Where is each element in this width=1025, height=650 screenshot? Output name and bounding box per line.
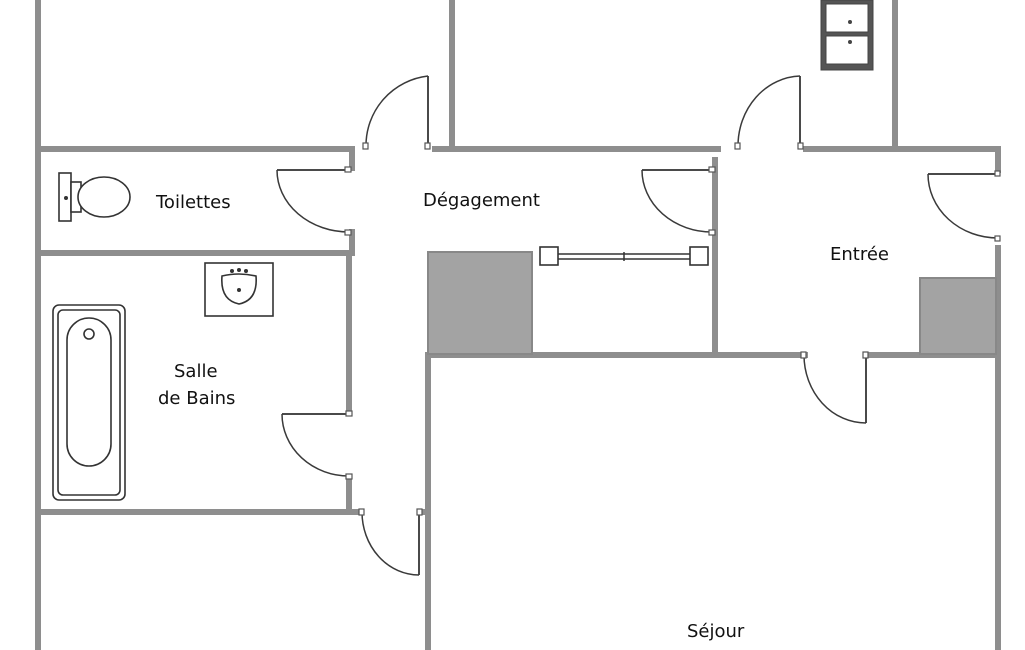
column-left [427,251,533,355]
label-sejour: Séjour [687,621,745,642]
column-right [919,277,997,355]
label-salle-line2: de Bains [158,388,235,409]
door-corridor-middle [641,166,716,236]
closet-rail [539,246,709,266]
door-bathroom [281,410,353,480]
sink-icon [204,262,274,317]
door-kitchen [734,75,804,150]
toilet-icon [58,172,131,222]
door-toilettes [276,166,352,236]
bathtub-icon [52,304,126,501]
label-entree: Entrée [830,244,889,265]
label-salle-line1: Salle [174,361,218,382]
door-entry [927,170,1001,242]
walls [35,0,1001,650]
door-bedroom-left [362,75,431,150]
door-bedroom-bottom [358,508,423,576]
kitchen-cabinet [820,0,874,71]
door-sejour-entree [800,351,869,424]
label-degagement: Dégagement [423,190,540,211]
label-toilettes: Toilettes [155,192,231,213]
